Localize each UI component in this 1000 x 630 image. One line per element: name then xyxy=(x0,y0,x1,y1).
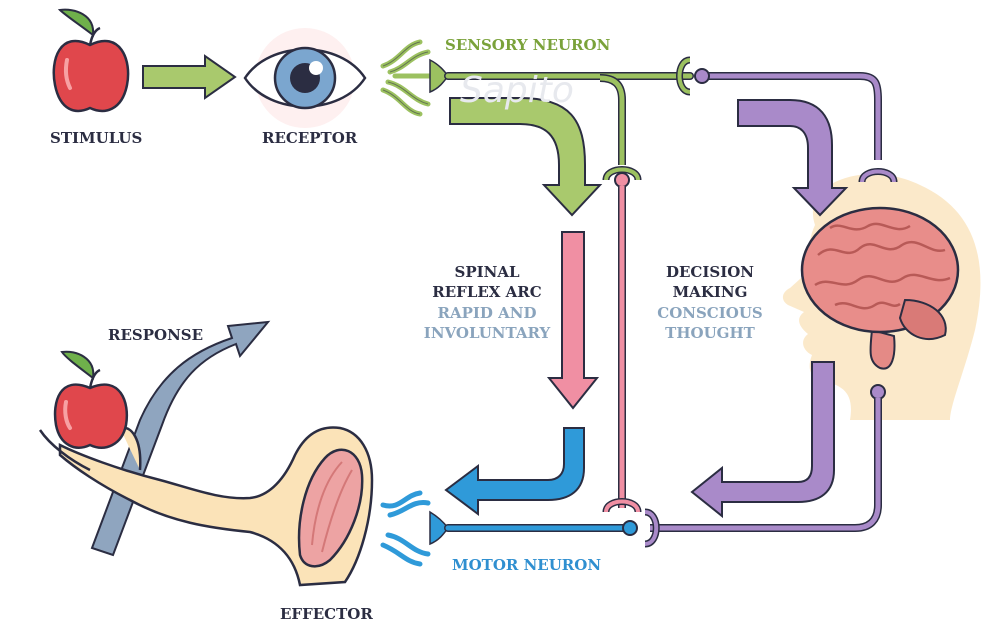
spinal-label-line2: REFLEX ARC xyxy=(432,283,542,301)
eye-icon xyxy=(243,28,367,128)
apple-icon xyxy=(52,8,130,113)
spinal-label-line1: SPINAL xyxy=(454,263,520,281)
conscious-label-line1: CONSCIOUS xyxy=(657,304,763,322)
arm-icon xyxy=(38,426,374,587)
decision-in-arrow xyxy=(737,99,849,217)
brain-icon xyxy=(800,206,960,370)
motor-neuron xyxy=(380,490,638,567)
sensory-neuron xyxy=(380,39,694,181)
apple-in-hand-icon xyxy=(53,350,129,449)
conscious-label-line2: THOUGHT xyxy=(665,324,755,342)
decision-neuron xyxy=(644,68,898,548)
decision-label-line2: MAKING xyxy=(672,283,748,301)
rapid-label-line1: RAPID AND xyxy=(437,304,537,322)
decision-label-line1: DECISION xyxy=(665,263,755,281)
watermark: Sapito xyxy=(460,70,574,111)
sensory-flow-arrow xyxy=(449,97,603,217)
effector-label: EFFECTOR xyxy=(280,605,373,623)
spinal-flow-arrow xyxy=(546,231,600,410)
response-arrow xyxy=(90,320,271,557)
response-label: RESPONSE xyxy=(108,326,204,344)
stimulus-to-receptor-arrow xyxy=(142,54,237,100)
motor-flow-arrow xyxy=(444,427,585,516)
spinal-interneuron xyxy=(602,172,642,513)
stimulus-label: STIMULUS xyxy=(50,129,143,147)
receptor-label: RECEPTOR xyxy=(262,129,358,147)
rapid-label-line2: INVOLUNTARY xyxy=(423,324,551,342)
motor-neuron-label: MOTOR NEURON xyxy=(452,556,602,574)
sensory-neuron-label: SENSORY NEURON xyxy=(445,36,611,54)
decision-out-arrow xyxy=(690,361,835,519)
muscle-icon xyxy=(297,448,364,568)
